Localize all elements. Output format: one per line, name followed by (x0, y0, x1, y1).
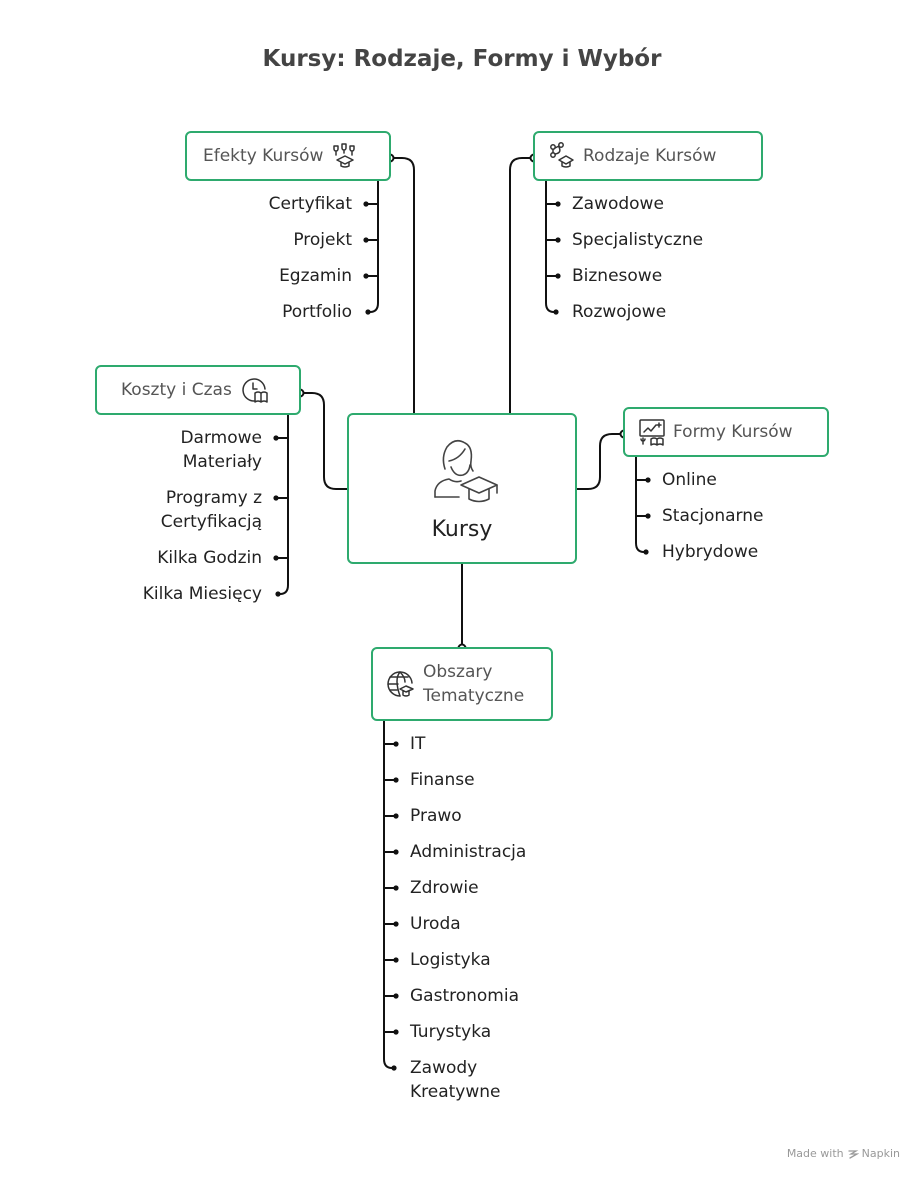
list-item-stacjonarne: Stacjonarne (662, 506, 764, 526)
list-item-turystyka: Turystyka (410, 1022, 492, 1042)
list-item-online: Online (662, 470, 717, 490)
connector-efekty (389, 157, 415, 415)
list-item-rozwojowe: Rozwojowe (572, 302, 667, 322)
list-item-it: IT (410, 734, 426, 754)
node-formy-label: Formy Kursów (673, 422, 793, 442)
spine-formy (635, 455, 645, 553)
list-item-finanse: Finanse (410, 770, 475, 790)
list-item-hybrydowe: Hybrydowe (662, 542, 759, 562)
footer-watermark: Made with Napkin (787, 1147, 900, 1160)
node-koszty-label: Koszty i Czas (121, 380, 232, 400)
node-rodzaje-kursow: Rodzaje Kursów (533, 131, 763, 181)
list-item-programy-z-certyfikacja: Programy z Certyfikacją (160, 488, 262, 532)
ticks-obszary (383, 743, 397, 1033)
list-item-gastronomia: Gastronomia (410, 986, 520, 1006)
globe-graduation-icon (385, 669, 415, 699)
node-obszary-label: Obszary Tematyczne (423, 662, 525, 706)
list-item-administracja: Administracja (410, 842, 527, 862)
list-item-zdrowie: Zdrowie (410, 878, 479, 898)
connector-rodzaje (509, 157, 535, 415)
presentation-book-icon (637, 417, 667, 447)
list-item-projekt: Projekt (293, 230, 352, 250)
list-item-kilka-miesiecy: Kilka Miesięcy (142, 584, 262, 604)
list-item-logistyka: Logistyka (410, 950, 491, 970)
list-item-biznesowe: Biznesowe (572, 266, 663, 286)
list-item-kilka-godzin: Kilka Godzin (157, 548, 262, 568)
spine-efekty (369, 179, 379, 313)
list-item-certyfikat: Certyfikat (268, 194, 352, 214)
napkin-logo-icon (847, 1148, 859, 1160)
list-item-egzamin: Egzamin (279, 266, 352, 286)
connector-koszty (299, 392, 349, 490)
list-item-zawody-kreatywne: Zawody Kreatywne (410, 1058, 501, 1102)
node-obszary-tematyczne: Obszary Tematyczne (371, 647, 553, 721)
list-item-uroda: Uroda (410, 914, 461, 934)
student-graduation-icon (425, 431, 503, 509)
spine-rodzaje (545, 179, 555, 313)
list-item-prawo: Prawo (410, 806, 462, 826)
node-koszty-i-czas: Koszty i Czas (95, 365, 301, 415)
spine-obszary (383, 719, 393, 1069)
network-graduation-icon (547, 141, 577, 171)
center-label: Kursy (431, 517, 493, 542)
node-efekty-kursow: Efekty Kursów (185, 131, 391, 181)
list-item-darmowe-materialy: Darmowe Materiały (180, 428, 262, 472)
list-item-zawodowe: Zawodowe (572, 194, 664, 214)
list-item-specjalistyczne: Specjalistyczne (572, 230, 704, 250)
ticks-formy (635, 479, 649, 517)
clock-book-icon (240, 375, 270, 405)
footer-brand: Napkin (861, 1147, 900, 1160)
node-formy-kursow: Formy Kursów (623, 407, 829, 457)
trophy-graduation-icon (329, 141, 359, 171)
center-node-kursy: Kursy (347, 413, 577, 564)
list-item-portfolio: Portfolio (282, 302, 352, 322)
spine-koszty (279, 413, 289, 595)
footer-text: Made with (786, 1147, 844, 1160)
node-efekty-label: Efekty Kursów (203, 146, 324, 166)
diagram-title: Kursy: Rodzaje, Formy i Wybór (262, 46, 662, 72)
node-rodzaje-label: Rodzaje Kursów (583, 146, 717, 166)
connector-formy (575, 433, 625, 490)
